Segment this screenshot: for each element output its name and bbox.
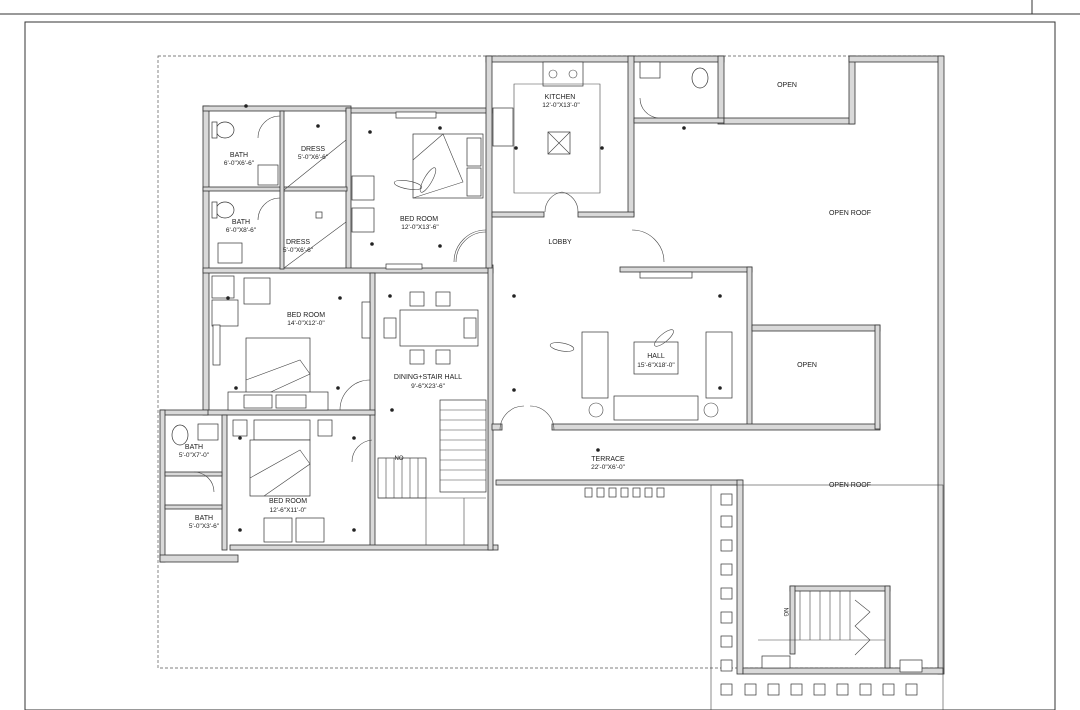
dress-1-label: DRESS [301, 146, 325, 153]
bath-1-size: 6'-0"X6'-6" [224, 160, 255, 167]
bed-room-3-label: BED ROOM [269, 498, 307, 505]
open-roof-1-label: OPEN ROOF [829, 210, 871, 217]
bath-3-label: BATH [185, 444, 203, 451]
dining-furniture [351, 291, 479, 463]
bedroom-1-furniture [351, 111, 487, 270]
bed-room-1-label: BED ROOM [400, 216, 438, 223]
dining-size: 9'-6"X23'-6" [411, 383, 446, 390]
kitchen-block-walls [485, 55, 945, 675]
bath-1-label: BATH [230, 152, 248, 159]
open-roof-2-label: OPEN ROOF [829, 482, 871, 489]
dress-1-size: 5'-0"X6'-6" [298, 154, 329, 161]
roof-stair [758, 585, 923, 673]
bedroom-2-furniture [211, 275, 371, 411]
bedroom-3-furniture [171, 419, 333, 543]
hall-furniture [453, 229, 733, 431]
top-bath-fixtures [639, 61, 709, 119]
bed-room-1-size: 12'-0"X13'-6" [401, 224, 439, 231]
terrace-label: TERRACE [591, 456, 625, 463]
left-bath-fixtures [211, 115, 347, 269]
parapet-blocks [584, 484, 944, 710]
bed-room-3-size: 12'-6"X11'-0" [270, 507, 308, 514]
hall-label: HALL [647, 353, 665, 360]
kitchen-label: KITCHEN [545, 94, 576, 101]
light-points [226, 104, 722, 532]
stair-up-label: NO [395, 456, 404, 462]
lobby-label: LOBBY [548, 239, 572, 246]
hall-block-walls [491, 266, 944, 675]
roof-stair-up-label: NG [782, 608, 788, 617]
dining-label: DINING+STAIR HALL [394, 374, 462, 381]
bath-2-label: BATH [232, 219, 250, 226]
hall-size: 15'-6"X18'-0" [637, 362, 675, 369]
bed-room-2-size: 14'-0"X12'-0" [287, 320, 325, 327]
left-wing-walls [159, 105, 499, 563]
open-right-label: OPEN [797, 362, 817, 369]
kitchen-size: 12'-0"X13'-0" [542, 102, 580, 109]
bath-2-size: 6'-0"X8'-6" [226, 227, 257, 234]
terrace-size: 22'-0"X6'-0" [591, 464, 626, 471]
bath-4-size: 5'-0"X3'-6" [189, 523, 220, 530]
bath-4-label: BATH [195, 515, 213, 522]
open-top-label: OPEN [777, 82, 797, 89]
bed-room-2-label: BED ROOM [287, 312, 325, 319]
dress-2-size: 5'-0"X6'-6" [283, 247, 314, 254]
kitchen-fixtures [492, 61, 601, 213]
dress-2-label: DRESS [286, 239, 310, 246]
bath-3-size: 5'-0"X7'-0" [179, 452, 210, 459]
main-stair [377, 399, 487, 545]
